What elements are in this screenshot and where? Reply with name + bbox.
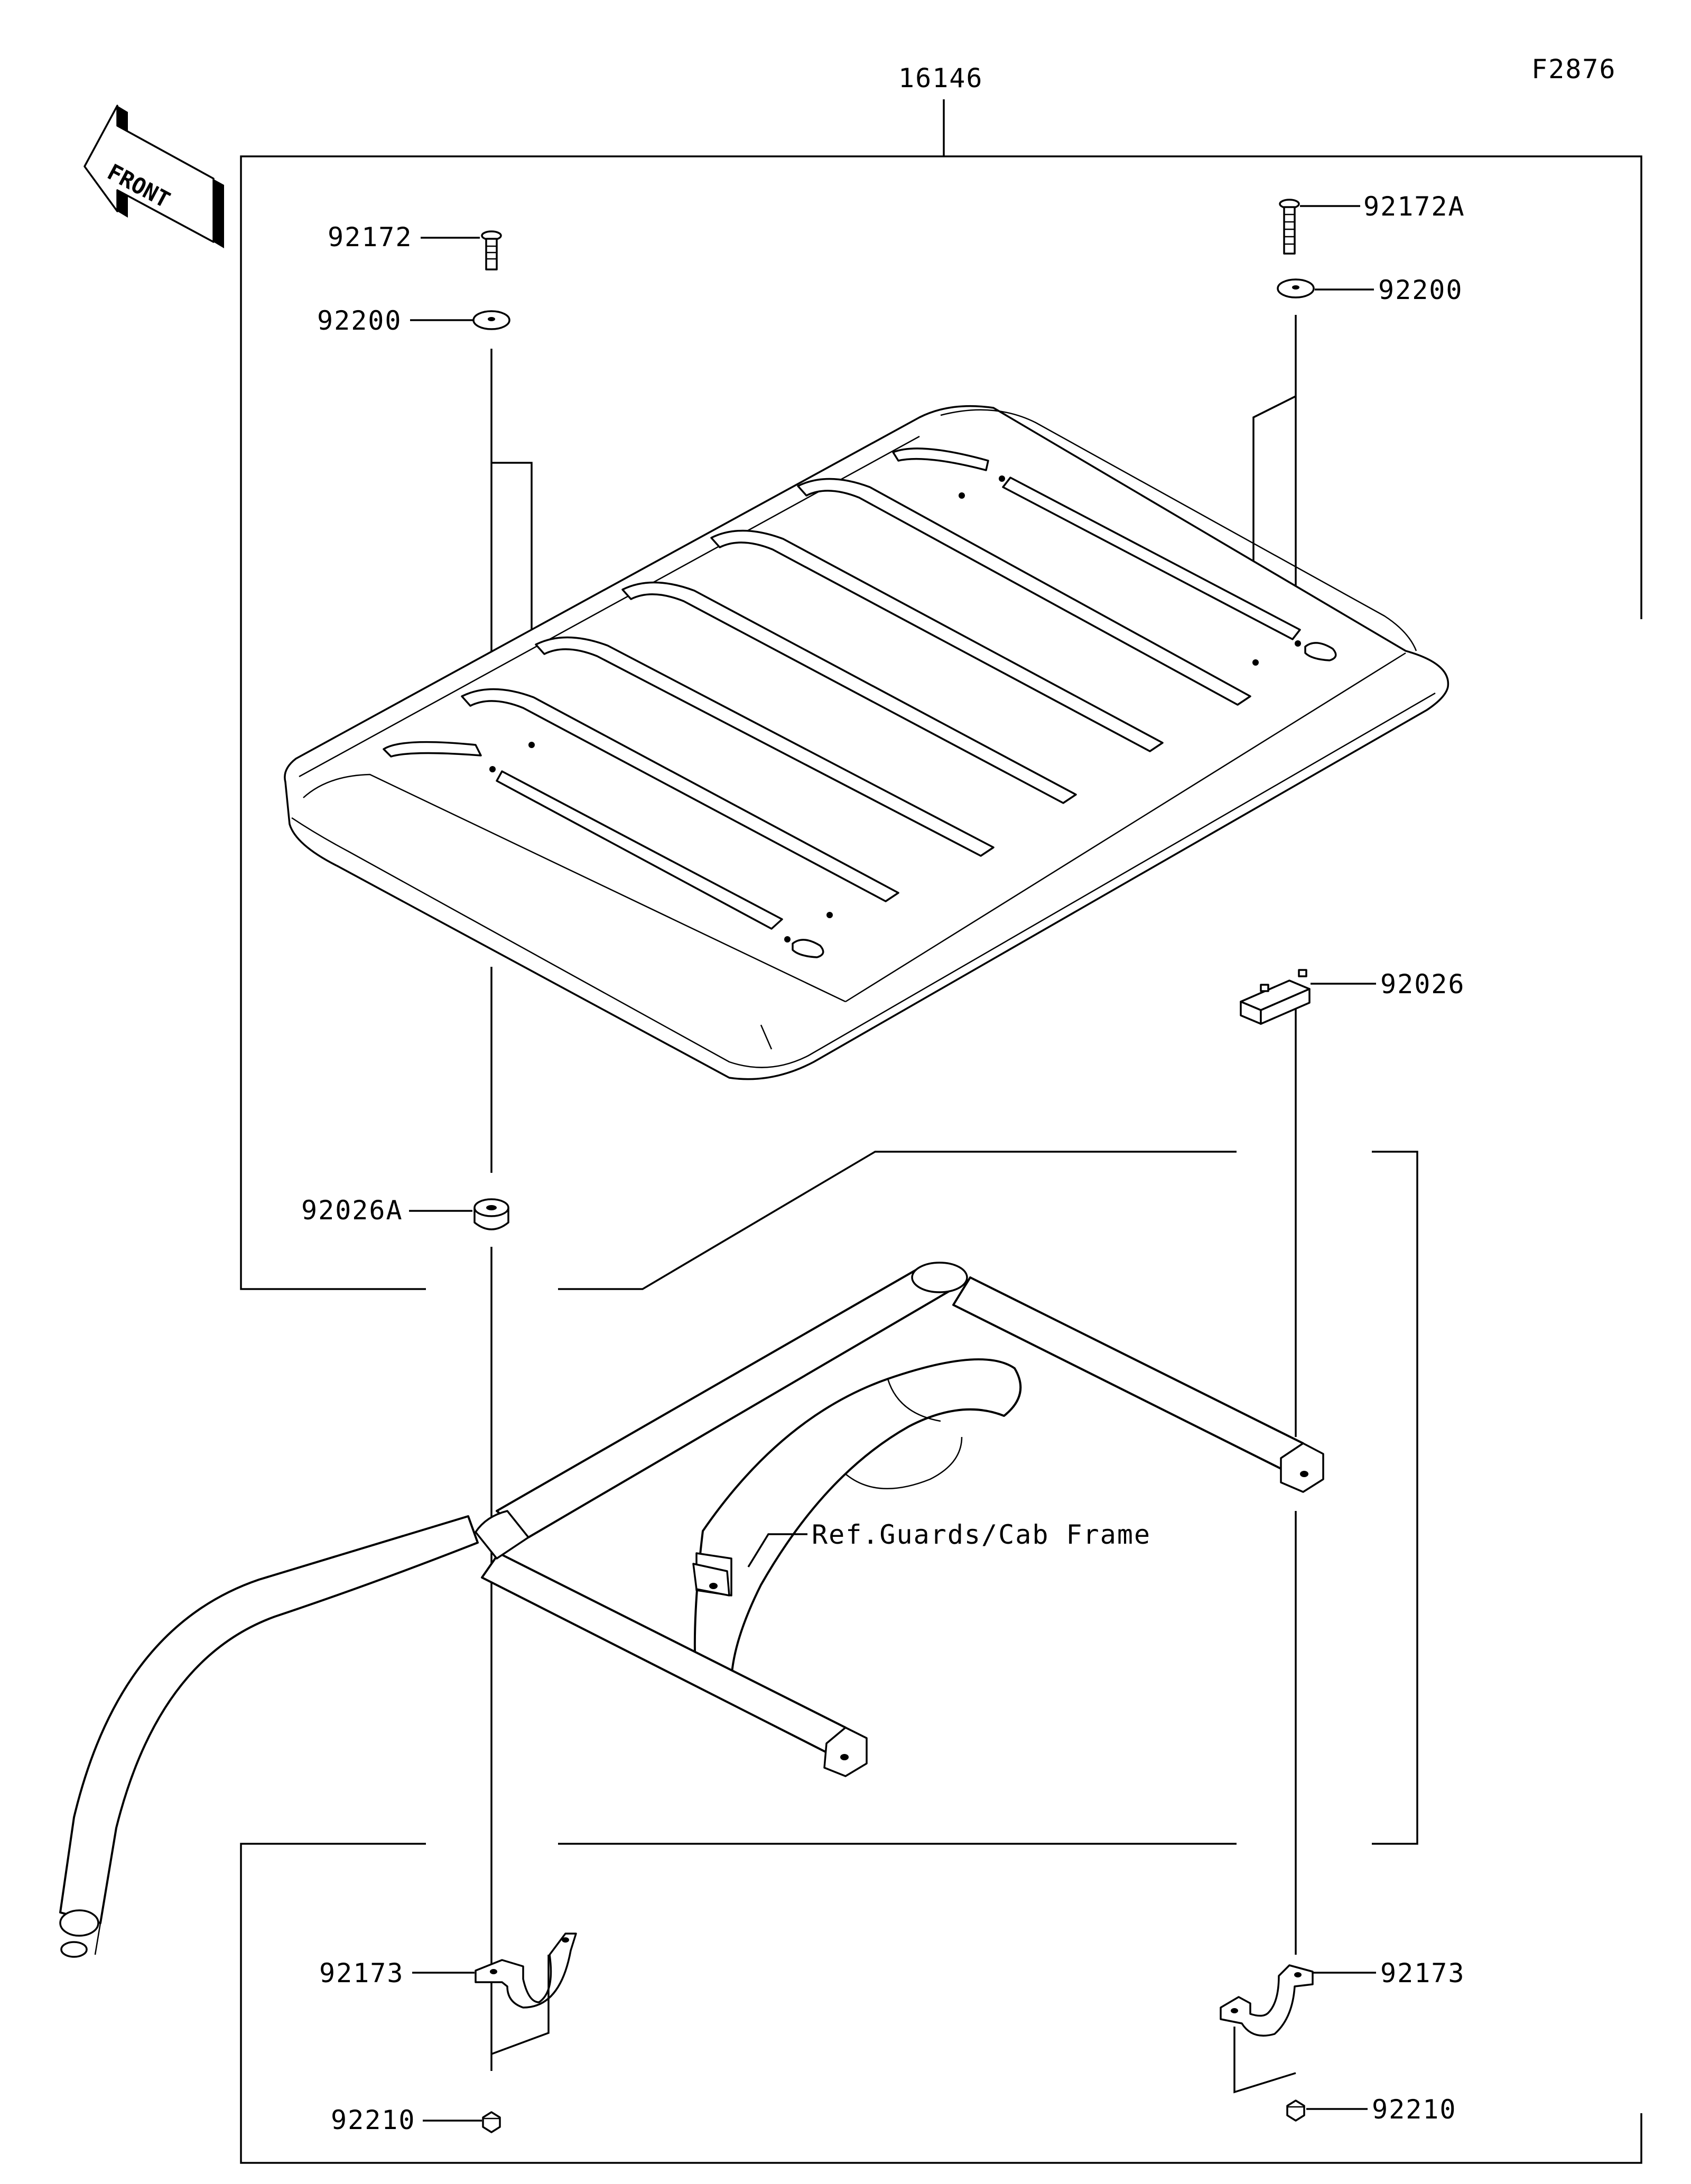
leader-reference: [747, 1533, 807, 1567]
label-spacer-left: 92026A: [301, 1195, 403, 1226]
clamp-right-icon: [1220, 1964, 1314, 2037]
label-washer-left: 92200: [317, 305, 402, 336]
label-bolt-left: 92172: [328, 222, 413, 253]
cab-frame: [59, 1262, 1324, 1958]
clamp-bracket-left: [491, 1955, 550, 2055]
bolt-left-icon: [481, 230, 502, 270]
washer-left-icon: [472, 310, 510, 330]
assembly-bracket: [240, 155, 1642, 2164]
label-bolt-right: 92172A: [1363, 191, 1465, 222]
nut-right-icon: [1286, 2099, 1305, 2122]
label-nut-right: 92210: [1372, 2094, 1457, 2125]
label-clamp-left: 92173: [319, 1958, 404, 1989]
front-arrow-icon: FRONT: [83, 105, 224, 248]
clamp-left-icon: [475, 1933, 577, 2009]
label-clamp-right: 92173: [1380, 1958, 1465, 1989]
label-nut-left: 92210: [331, 2105, 416, 2135]
label-washer-right: 92200: [1378, 275, 1463, 305]
figure-id: F2876: [1531, 54, 1616, 85]
roof-panel: [284, 405, 1450, 1080]
nut-left-icon: [482, 2111, 501, 2133]
bolt-right-icon: [1279, 199, 1300, 255]
spacer-left-icon: [473, 1198, 509, 1230]
spacer-right-icon: [1240, 969, 1311, 1025]
washer-right-icon: [1277, 278, 1315, 298]
clamp-bracket-right: [1233, 2027, 1296, 2094]
label-reference: Ref.Guards/Cab Frame: [812, 1519, 1151, 1550]
label-spacer-right: 92026: [1380, 969, 1465, 1000]
assembly-number: 16146: [898, 63, 983, 94]
